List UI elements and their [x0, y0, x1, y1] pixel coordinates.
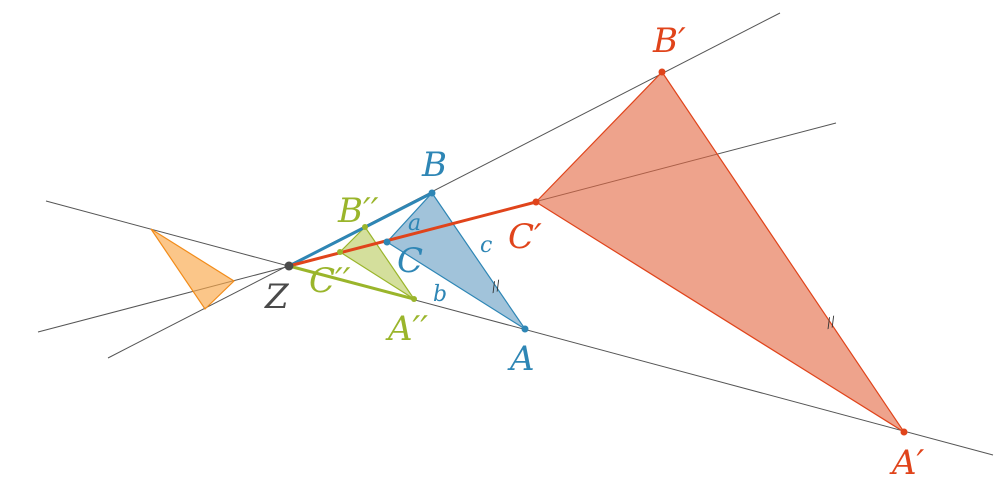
segment-z-c1 [288, 200, 537, 268]
line-through-z-b [107, 12, 781, 359]
label-a: A [507, 339, 535, 379]
triangle-a2-b2-c2 [339, 226, 415, 300]
label-side-c: c [480, 233, 492, 258]
point-z[interactable] [284, 261, 294, 271]
label-z: Z [264, 277, 290, 317]
label-a2: A′′ [385, 309, 428, 349]
point-b[interactable] [428, 189, 436, 197]
line-through-z-a [45, 200, 994, 456]
label-b1: B′ [652, 21, 686, 61]
point-c2[interactable] [337, 249, 343, 255]
segment-z-b [288, 191, 433, 268]
label-c: C [397, 241, 423, 281]
triangle-a1-b1-c1 [535, 71, 905, 433]
point-c[interactable] [383, 238, 391, 246]
segment-z-a2 [288, 264, 415, 301]
triangle-abc [386, 192, 526, 330]
label-side-b: b [433, 282, 447, 307]
label-b2: B′′ [337, 191, 379, 231]
label-c2: C′′ [309, 261, 351, 301]
label-b: B [421, 145, 447, 185]
point-b1[interactable] [658, 68, 666, 76]
label-c1: C′ [508, 217, 542, 257]
orange-triangle [150, 228, 235, 310]
label-a1: A′ [889, 443, 925, 482]
point-c1[interactable] [532, 198, 540, 206]
point-a1[interactable] [900, 428, 908, 436]
point-b2[interactable] [362, 224, 368, 230]
point-a[interactable] [521, 325, 529, 333]
point-a2[interactable] [411, 296, 417, 302]
label-side-a: a [408, 211, 421, 236]
